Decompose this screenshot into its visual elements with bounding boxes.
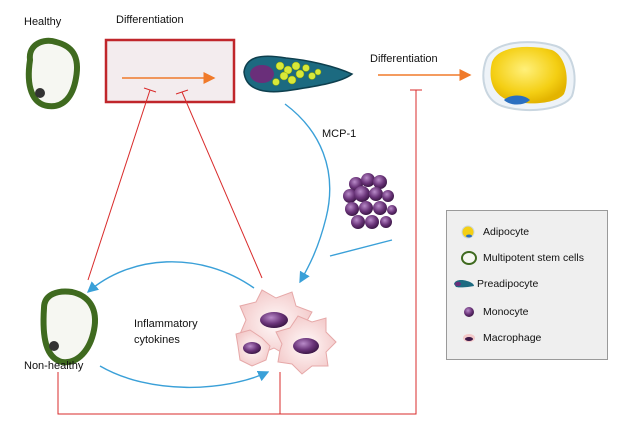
mcp1-arrow: [284, 103, 331, 219]
stem-cell-icon: [459, 249, 481, 267]
label-cytokines: cytokines: [134, 334, 180, 346]
macrophage-to-nonhealthy-arrow: [86, 261, 255, 293]
legend: Adipocyte Multipotent stem cells Preadip…: [446, 210, 608, 360]
label-healthy: Healthy: [24, 16, 62, 28]
healthy-stem-cell: [25, 37, 80, 110]
adipocyte-cell: [482, 41, 576, 112]
recruitment-arrow: [299, 217, 327, 284]
macrophage-cluster: [235, 289, 337, 375]
macrophage-icon: [459, 329, 481, 347]
preadipocyte-cell: [243, 55, 354, 93]
legend-label: Macrophage: [483, 332, 542, 344]
monocyte-link-line: [329, 239, 393, 257]
legend-item-stem-cell: Multipotent stem cells: [459, 249, 584, 267]
legend-item-preadipocyte: Preadipocyte: [453, 275, 538, 293]
non-healthy-stem-cell: [40, 288, 98, 366]
legend-item-monocyte: Monocyte: [459, 303, 529, 321]
label-inflammatory: Inflammatory: [134, 318, 198, 330]
label-differentiation-top: Differentiation: [116, 14, 184, 26]
legend-label: Preadipocyte: [477, 278, 539, 290]
monocyte-icon: [459, 303, 481, 321]
legend-item-adipocyte: Adipocyte: [459, 223, 529, 241]
label-mcp1: MCP-1: [322, 128, 357, 140]
differentiation-box: [104, 38, 236, 104]
monocyte-cluster: [343, 173, 397, 229]
label-non-healthy: Non-healthy: [24, 360, 84, 372]
legend-label: Multipotent stem cells: [483, 252, 584, 264]
legend-label: Monocyte: [483, 306, 529, 318]
legend-item-macrophage: Macrophage: [459, 329, 541, 347]
legend-label: Adipocyte: [483, 226, 530, 238]
nonhealthy-to-macrophage-arrow: [99, 365, 270, 389]
inhibition-lines: [57, 87, 422, 415]
label-differentiation-right: Differentiation: [370, 53, 438, 65]
adipocyte-icon: [459, 223, 481, 241]
preadipocyte-icon: [453, 275, 475, 293]
